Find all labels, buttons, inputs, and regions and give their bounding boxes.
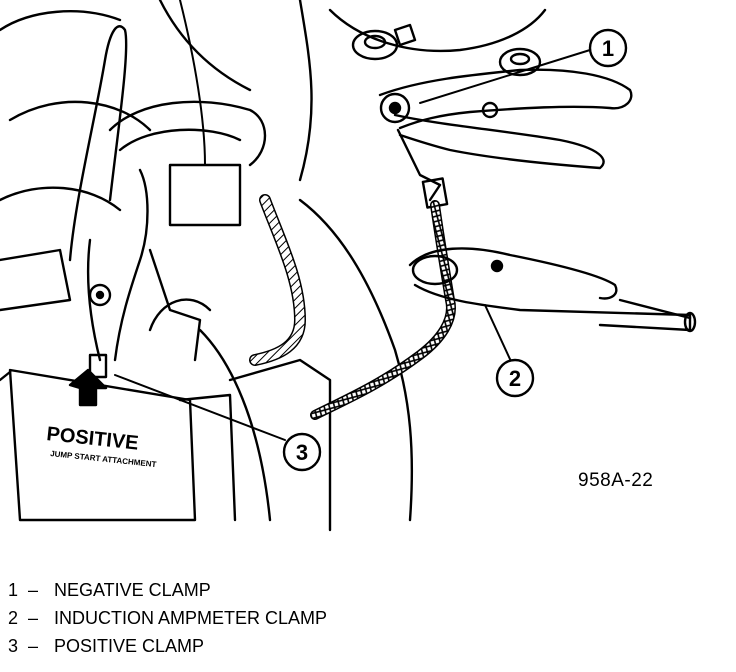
positive-clamp	[68, 25, 149, 379]
stamp-caption: JUMP START ATTACHMENT	[50, 449, 157, 469]
callout-2-label: 2	[509, 366, 521, 391]
engine-background	[0, 0, 547, 532]
mounting-nut	[498, 47, 542, 77]
callout-3-label: 3	[296, 440, 308, 465]
legend-separator: –	[28, 580, 39, 600]
sensor-wire	[179, 0, 206, 166]
callout-1-label: 1	[602, 36, 614, 61]
legend-separator: –	[28, 608, 39, 628]
legend-label: NEGATIVE CLAMP	[54, 580, 211, 600]
legend: 1–NEGATIVE CLAMP 2–INDUCTION AMPMETER CL…	[8, 576, 327, 660]
engine-clamp-illustration: POSITIVE JUMP START ATTACHMENT 1 2 3	[0, 0, 697, 532]
callout-3-circle	[282, 432, 322, 472]
legend-item: 1–NEGATIVE CLAMP	[8, 576, 327, 604]
mounting-nut	[351, 23, 417, 61]
jump-start-attachment	[0, 368, 197, 522]
callout-2-circle	[495, 358, 535, 398]
callout-leaders	[114, 49, 591, 441]
induction-ampmeter-clamp	[408, 247, 697, 333]
legend-label: POSITIVE CLAMP	[54, 636, 205, 656]
legend-number: 3	[8, 636, 19, 656]
figure-id: 958A-22	[578, 470, 654, 491]
legend-number: 1	[8, 580, 19, 600]
legend-item: 2–INDUCTION AMPMETER CLAMP	[8, 604, 327, 632]
legend-item: 3–POSITIVE CLAMP	[8, 632, 327, 660]
legend-number: 2	[8, 608, 19, 628]
legend-separator: –	[28, 636, 39, 656]
legend-label: INDUCTION AMPMETER CLAMP	[54, 608, 328, 628]
callout-1-circle	[588, 28, 628, 68]
negative-clamp	[378, 68, 633, 209]
